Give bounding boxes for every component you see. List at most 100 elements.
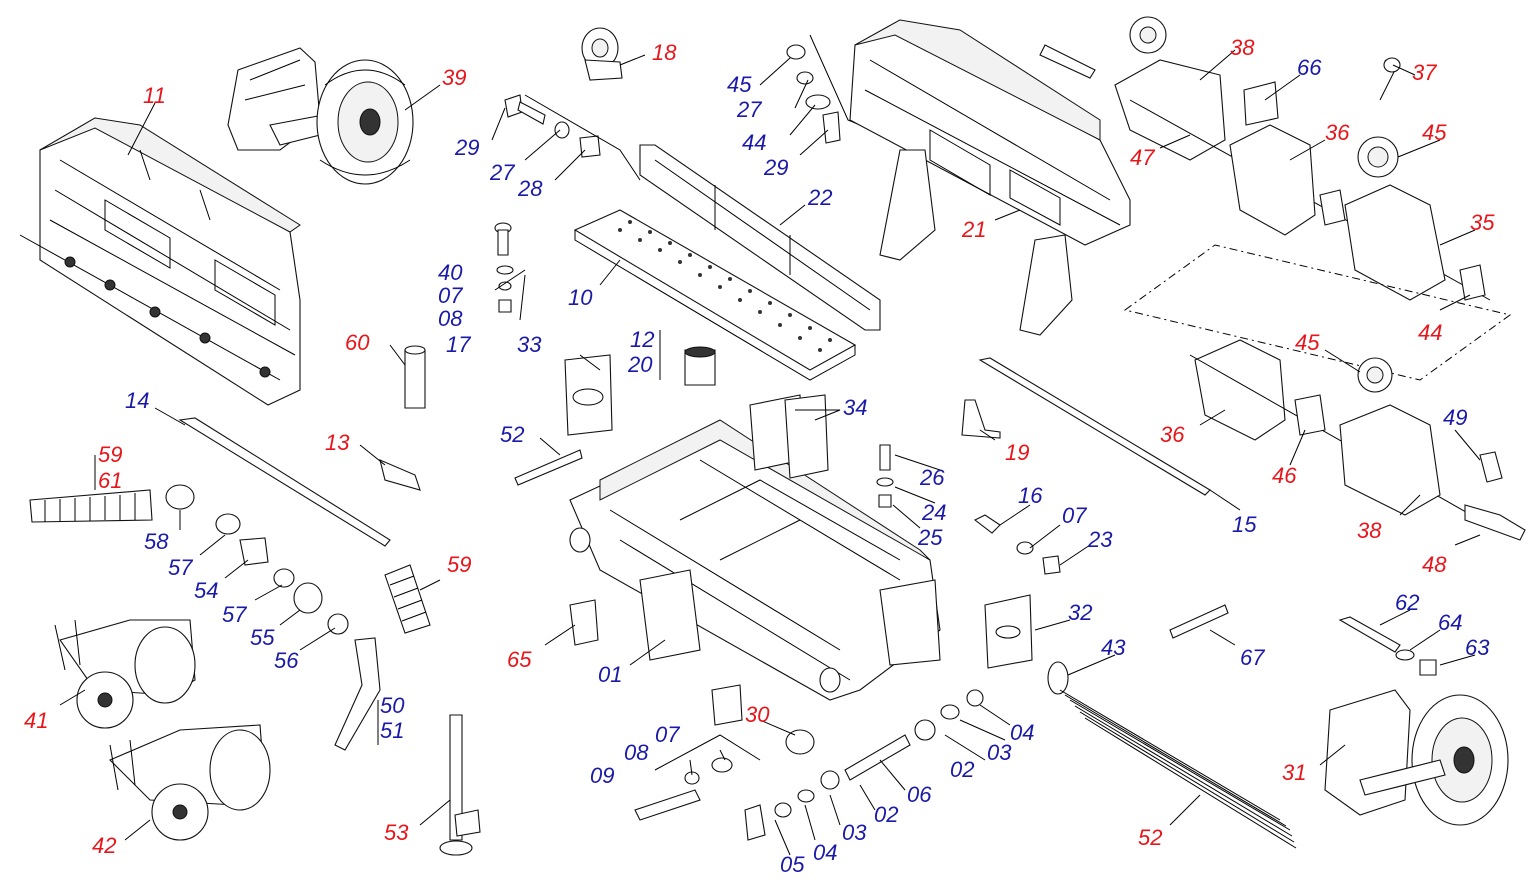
hardware-bolt-29 <box>504 94 641 181</box>
callout-08: 08 <box>438 306 463 331</box>
callout-56: 56 <box>274 648 299 673</box>
callout-25: 25 <box>917 525 943 550</box>
callout-38: 38 <box>1357 518 1382 543</box>
assembly-outline-right <box>1123 244 1512 381</box>
callout-labels: 11 39 18 45 27 44 29 29 27 28 22 21 38 6… <box>24 35 1495 877</box>
part-42-disc-opener <box>109 724 271 841</box>
callout-63: 63 <box>1465 635 1490 660</box>
callout-34: 34 <box>843 395 867 420</box>
callout-10: 10 <box>568 285 593 310</box>
callout-19: 19 <box>1005 440 1029 465</box>
callout-58: 58 <box>144 529 169 554</box>
callout-61: 61 <box>98 468 122 493</box>
callout-28: 28 <box>517 176 543 201</box>
callout-15: 15 <box>1232 512 1257 537</box>
callout-57: 57 <box>168 555 193 580</box>
part-31-gauge-wheel <box>1324 689 1509 826</box>
callout-55: 55 <box>250 625 275 650</box>
part-21-double-hopper <box>849 19 1131 336</box>
callout-31: 31 <box>1282 760 1306 785</box>
callout-43: 43 <box>1101 635 1126 660</box>
callout-04: 04 <box>1010 720 1034 745</box>
callout-07: 07 <box>438 283 463 308</box>
axle-assembly-hardware <box>634 689 984 841</box>
callout-27: 27 <box>489 160 515 185</box>
callout-29: 29 <box>763 155 788 180</box>
callout-35: 35 <box>1470 210 1495 235</box>
part-59-hose-left <box>29 489 153 523</box>
callout-46: 46 <box>1272 463 1297 488</box>
callout-17: 17 <box>446 332 471 357</box>
hardware-bolt-40 <box>494 222 514 313</box>
callout-54: 54 <box>194 578 218 603</box>
part-13-bracket <box>379 459 421 491</box>
callout-27: 27 <box>736 97 762 122</box>
callout-59: 59 <box>447 552 471 577</box>
callout-07: 07 <box>1062 503 1087 528</box>
callout-59: 59 <box>98 442 122 467</box>
callout-36: 36 <box>1160 422 1185 447</box>
callout-02: 02 <box>874 802 898 827</box>
callout-57: 57 <box>222 602 247 627</box>
part-18-bearing <box>581 27 623 81</box>
callout-38: 38 <box>1230 35 1255 60</box>
part-14-strip <box>178 417 391 547</box>
callout-18: 18 <box>652 40 677 65</box>
callout-50: 50 <box>380 693 405 718</box>
part-60-fitting <box>404 345 426 409</box>
callout-44: 44 <box>1418 320 1442 345</box>
callout-47: 47 <box>1130 145 1155 170</box>
callout-16: 16 <box>1018 483 1043 508</box>
callout-66: 66 <box>1297 55 1322 80</box>
part-43-belt <box>1047 661 1069 695</box>
part-47-metering-shaft-upper <box>1039 16 1491 301</box>
part-11-hopper <box>19 117 301 406</box>
callout-45: 45 <box>1422 120 1447 145</box>
callout-62: 62 <box>1395 590 1419 615</box>
part-41-disc-opener <box>54 619 196 729</box>
callout-49: 49 <box>1443 405 1467 430</box>
callout-05: 05 <box>780 852 805 877</box>
part-39-gauge-wheel <box>227 47 414 185</box>
part-33-plate <box>564 354 613 436</box>
part-52-rod-bundle <box>1059 689 1297 849</box>
part-10-perforated-tray <box>573 209 857 381</box>
part-19-bracket <box>961 399 1001 439</box>
callout-06: 06 <box>907 782 932 807</box>
part-32-plate <box>984 594 1033 669</box>
callout-21: 21 <box>961 217 986 242</box>
callout-39: 39 <box>442 65 466 90</box>
part-12-bushing <box>684 346 716 386</box>
callout-65: 65 <box>507 647 532 672</box>
callout-11: 11 <box>143 83 166 108</box>
callout-53: 53 <box>384 820 409 845</box>
callout-03: 03 <box>987 740 1012 765</box>
callout-07: 07 <box>655 722 680 747</box>
callout-23: 23 <box>1087 527 1113 552</box>
callout-60: 60 <box>345 330 370 355</box>
callout-03: 03 <box>842 820 867 845</box>
part-59-hose-right <box>384 564 431 634</box>
callout-45: 45 <box>1295 330 1320 355</box>
callout-40: 40 <box>438 260 463 285</box>
callout-20: 20 <box>627 352 653 377</box>
callout-67: 67 <box>1240 645 1265 670</box>
callout-24: 24 <box>921 500 946 525</box>
callout-52: 52 <box>1138 825 1162 850</box>
hardware-bolt-16 <box>973 514 1061 575</box>
hardware-bolt-26 <box>876 444 894 508</box>
part-22-side-frame <box>639 144 881 331</box>
callout-51: 51 <box>380 718 404 743</box>
part-67-plate <box>1169 604 1229 639</box>
callout-01: 01 <box>598 662 622 687</box>
callout-37: 37 <box>1412 60 1437 85</box>
callout-22: 22 <box>807 185 832 210</box>
hose-fittings-chain <box>165 484 381 751</box>
callout-52: 52 <box>500 422 524 447</box>
callout-08: 08 <box>624 740 649 765</box>
part-65-clamp <box>569 599 743 726</box>
callout-32: 32 <box>1068 600 1092 625</box>
hardware-bolt-62 <box>1338 616 1437 676</box>
callout-42: 42 <box>92 833 116 858</box>
